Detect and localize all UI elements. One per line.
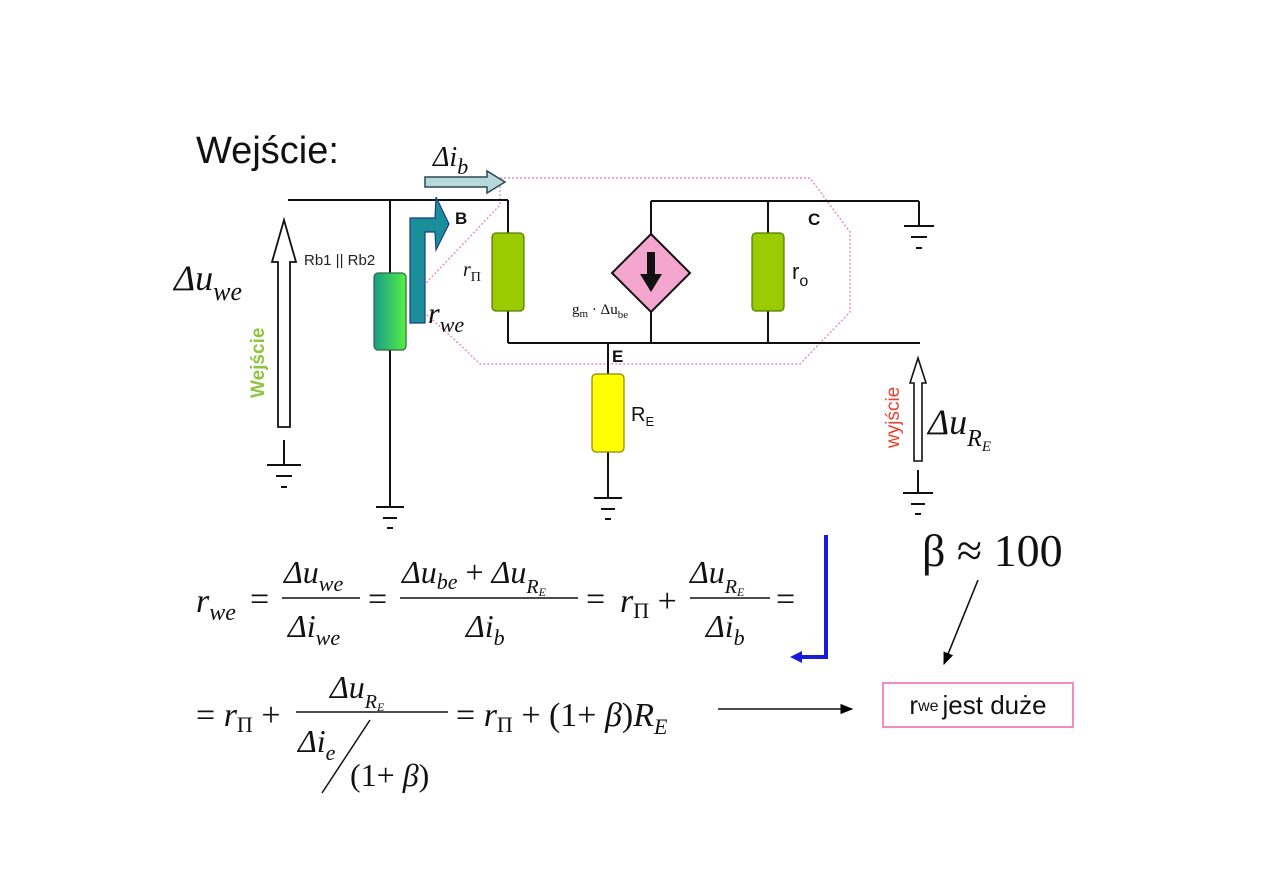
svg-text:Δib: Δib <box>704 608 745 650</box>
result-box-text: jest duże <box>942 689 1047 720</box>
resistor-r-pi <box>491 232 525 312</box>
equation-line-1: rwe = Δuwe Δiwe = Δube + ΔuRE Δib = rΠ +… <box>196 554 795 650</box>
transistor-model-outline <box>408 177 851 365</box>
input-voltage-arrow <box>270 216 298 428</box>
node-e-label: E <box>612 347 623 366</box>
rb-label: Rb1 || Rb2 <box>304 252 375 269</box>
ground-icon <box>267 440 301 488</box>
svg-text:Δiwe: Δiwe <box>286 608 340 650</box>
svg-text:(1+ β): (1+ β) <box>350 757 429 793</box>
svg-text:rΠ +: rΠ + <box>620 583 677 623</box>
r-we-label: rwe <box>428 297 464 337</box>
svg-text:Δib: Δib <box>464 608 505 650</box>
ground-icon <box>594 497 622 520</box>
resistor-rb <box>373 272 407 351</box>
base-current-arrow <box>424 169 507 195</box>
node-b-label: B <box>455 209 467 228</box>
svg-text:= rΠ + (1+ β)RE: = rΠ + (1+ β)RE <box>456 697 668 739</box>
equation-line-2: = rΠ + ΔuRE Δie (1+ β) = rΠ + (1+ β)RE <box>196 669 668 794</box>
beta-arrow <box>943 579 979 666</box>
node-c-label: C <box>808 210 820 229</box>
svg-text:= rΠ +: = rΠ + <box>196 697 281 737</box>
output-voltage-arrow <box>908 355 928 462</box>
return-arrow <box>790 535 828 663</box>
result-box-sub: we <box>918 698 939 715</box>
svg-text:ΔuRE: ΔuRE <box>328 669 385 714</box>
arrow-down-icon <box>640 252 662 292</box>
svg-text:=: = <box>776 581 795 618</box>
result-box-base: r <box>909 689 919 720</box>
input-resistance-arrow <box>409 196 450 324</box>
r-pi-label: rΠ <box>463 259 481 285</box>
beta-value: β ≈ 100 <box>922 525 1063 576</box>
output-vertical-label: wyjście <box>883 387 904 449</box>
svg-text:=: = <box>368 581 387 618</box>
gm-label: gm · Δube <box>572 302 628 321</box>
ground-icon <box>903 470 933 515</box>
svg-text:Δube + ΔuRE: Δube + ΔuRE <box>400 554 547 599</box>
ground-icon <box>376 506 404 529</box>
svg-text:rwe: rwe <box>196 583 236 626</box>
delta-u-we-label: Δuwe <box>172 258 242 306</box>
resistor-r-o <box>751 232 785 312</box>
r-e-label: RE <box>631 404 654 429</box>
svg-text:Δie: Δie <box>296 723 336 765</box>
svg-text:ΔuRE: ΔuRE <box>688 554 745 599</box>
svg-text:=: = <box>250 581 269 618</box>
r-o-label: ro <box>792 259 808 290</box>
title: Wejście: <box>196 130 339 172</box>
ground-icon <box>904 225 934 249</box>
svg-text:Δuwe: Δuwe <box>282 554 343 596</box>
svg-text:=: = <box>586 581 605 618</box>
input-vertical-label: Wejście <box>248 328 269 398</box>
resistor-r-e <box>591 373 625 453</box>
delta-u-re-label: ΔuRE <box>926 402 991 455</box>
delta-ib-label: Δib <box>432 142 468 179</box>
